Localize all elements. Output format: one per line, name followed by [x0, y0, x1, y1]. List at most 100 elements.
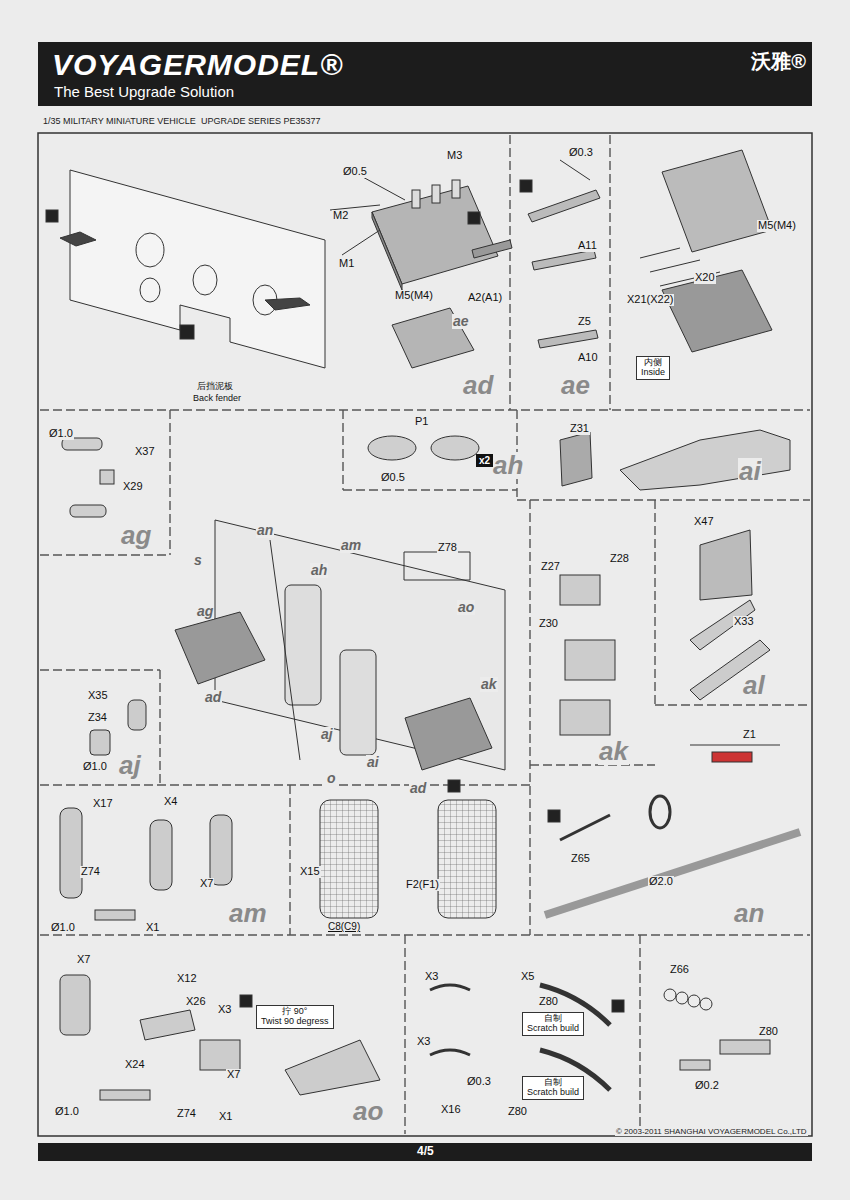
callout-number: Ø0.3 [466, 1076, 492, 1088]
callout-number: Z65 [570, 853, 591, 865]
drawn-line [40, 554, 170, 555]
note-box: 内侧Inside [636, 356, 670, 380]
drawn-g [38, 133, 812, 1136]
drawn-rect [100, 1090, 150, 1100]
drawn-polygon [538, 330, 598, 348]
drawn-rect [680, 1060, 710, 1070]
drawn-circle [688, 995, 700, 1007]
drawn-rect [46, 210, 58, 222]
callout-number: Z78 [437, 542, 458, 554]
node-text: Scratch build [527, 1088, 579, 1098]
callout-number: X47 [693, 516, 715, 528]
drawn-rect [520, 180, 532, 192]
drawn-polygon [528, 190, 600, 222]
step-letter: ae [452, 314, 470, 329]
callout-number: M5(M4) [394, 290, 434, 302]
drawn-rect [565, 640, 615, 680]
drawn-polygon [392, 308, 474, 368]
callout-number: Ø1.0 [50, 922, 76, 934]
callout-number: X3 [424, 971, 439, 983]
drawn-polygon [265, 298, 310, 310]
drawn-line [509, 135, 510, 410]
part-caption: Back fender [192, 394, 242, 403]
note-box: 自制Scratch build [522, 1012, 584, 1036]
drawn-line [560, 160, 590, 180]
node-text: 沃雅® [751, 50, 806, 72]
drawn-line [342, 230, 380, 255]
step-letter: ak [480, 677, 498, 692]
step-letter: ak [598, 738, 629, 765]
drawn-ellipse [193, 265, 217, 295]
drawn-g [40, 135, 810, 1134]
drawn-line [404, 935, 405, 1134]
callout-number: X7 [226, 1069, 241, 1081]
drawn-line [639, 935, 640, 1134]
drawn-rect [150, 820, 172, 890]
drawn-line [159, 670, 160, 785]
node-text: 自制 [527, 1078, 579, 1088]
drawn-polygon [620, 430, 790, 490]
callout-number: Z66 [669, 964, 690, 976]
node-text: Inside [641, 368, 665, 378]
callout-number: Ø0.5 [380, 472, 406, 484]
node-text: 自制 [527, 1014, 579, 1024]
drawn-rect [560, 700, 610, 735]
drawn-polygon [140, 1010, 195, 1040]
note-box: 自制Scratch build [522, 1076, 584, 1100]
step-letter: ai [738, 458, 762, 485]
note-box: 拧 90°Twist 90 degress [256, 1005, 334, 1029]
node-text: 内侧 [641, 358, 665, 368]
step-letter: an [256, 523, 274, 538]
node-text: 4/5 [417, 1145, 434, 1158]
drawn-rect [412, 190, 420, 208]
drawn-polygon [662, 150, 772, 252]
drawn-g [46, 170, 325, 368]
drawn-rect [340, 650, 376, 755]
drawn-polygon [372, 212, 402, 290]
drawn-rect [448, 780, 460, 792]
drawn-line [609, 135, 610, 410]
drawn-ellipse [140, 278, 160, 302]
drawn-rect [438, 800, 496, 918]
callout-number: Z5 [577, 316, 592, 328]
callout-number: X3 [217, 1004, 232, 1016]
callout-number: Ø1.0 [54, 1106, 80, 1118]
drawn-polygon [700, 530, 752, 600]
drawn-line [660, 272, 720, 286]
drawn-polygon [690, 600, 755, 650]
drawn-polygon [472, 240, 512, 258]
drawn-path [430, 1050, 470, 1055]
drawn-line [530, 764, 655, 765]
drawn-g [330, 170, 512, 368]
step-letter: ah [310, 563, 328, 578]
node-text: 拧 90° [261, 1007, 329, 1017]
step-letter: ag [196, 604, 214, 619]
footer-band: 4/5 [38, 1143, 812, 1161]
callout-number: X17 [92, 798, 114, 810]
callout-number: X24 [124, 1059, 146, 1071]
drawn-rect [432, 185, 440, 203]
drawn-rect [60, 808, 82, 898]
drawn-ellipse [368, 436, 416, 460]
node-text: x2 [479, 455, 490, 466]
step-letter: ai [366, 755, 380, 770]
node-text: Scratch build [527, 1024, 579, 1034]
drawn-rect [38, 133, 812, 1136]
callout-number: X4 [163, 796, 178, 808]
callout-number: Ø1.0 [82, 761, 108, 773]
callout-number: X3 [416, 1036, 431, 1048]
callout-number: A11 [577, 240, 598, 252]
drawn-line [342, 410, 343, 490]
drawn-ellipse [431, 436, 479, 460]
callout-number: Z80 [507, 1106, 528, 1118]
drawn-polygon [404, 552, 470, 580]
drawn-rect [200, 1040, 240, 1070]
drawn-polygon [215, 520, 505, 770]
drawn-polygon [175, 612, 265, 684]
callout-number: X20 [694, 272, 716, 284]
callout-number: Z80 [538, 996, 559, 1008]
callout-number: Z74 [80, 866, 101, 878]
drawn-line [640, 248, 680, 258]
callout-number: X16 [440, 1104, 462, 1116]
callout-number: Ø0.3 [568, 147, 594, 159]
